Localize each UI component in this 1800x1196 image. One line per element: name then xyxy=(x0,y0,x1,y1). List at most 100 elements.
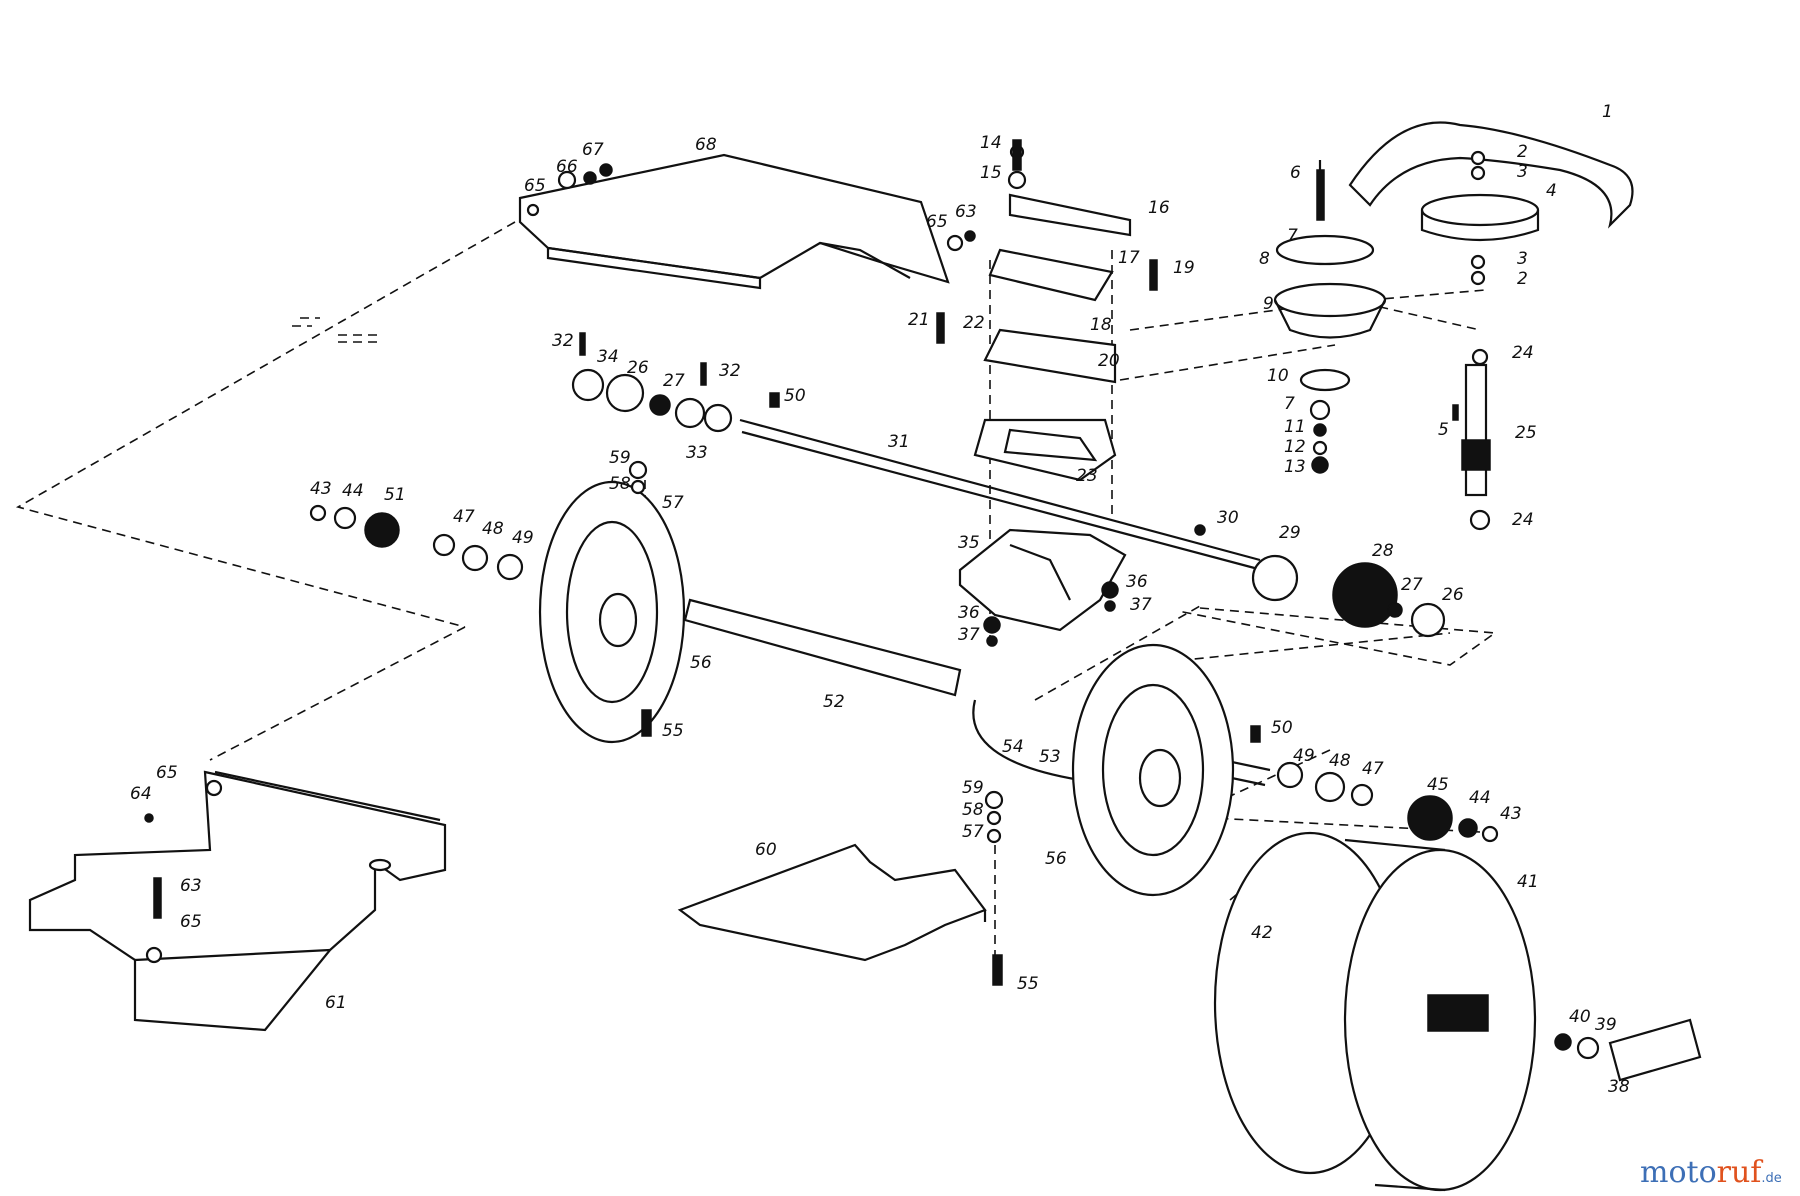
part-label-34: 34 xyxy=(597,347,619,367)
part-label-14: 14 xyxy=(980,133,1002,153)
part-label-21: 21 xyxy=(908,310,930,330)
part-label-49: 49 xyxy=(1293,746,1315,766)
part-label-12: 12 xyxy=(1284,437,1306,457)
part-label-51: 51 xyxy=(384,485,406,505)
right-wheel xyxy=(1071,643,1235,897)
part-label-10: 10 xyxy=(1267,366,1289,386)
part-label-33: 33 xyxy=(686,443,708,463)
part-label-39: 39 xyxy=(1595,1015,1617,1035)
part-label-3: 3 xyxy=(1517,162,1528,182)
part-label-26: 26 xyxy=(1442,585,1464,605)
part-label-36: 36 xyxy=(1126,572,1148,592)
watermark-text-de: .de xyxy=(1761,1171,1781,1186)
rear-flap-61 xyxy=(28,770,447,1032)
part-label-55: 55 xyxy=(662,721,684,741)
part-label-44: 44 xyxy=(1469,788,1491,808)
part-label-30: 30 xyxy=(1217,508,1239,528)
part-label-7: 7 xyxy=(1284,394,1295,414)
part-label-67: 67 xyxy=(582,140,604,160)
part-label-38: 38 xyxy=(1608,1077,1630,1097)
part-label-65: 65 xyxy=(180,912,202,932)
part-label-43: 43 xyxy=(1500,804,1522,824)
part-label-6: 6 xyxy=(1290,163,1301,183)
part-label-31: 31 xyxy=(888,432,910,452)
watermark-text-moto: moto xyxy=(1640,1155,1717,1190)
part-label-66: 66 xyxy=(556,157,578,177)
part-label-48: 48 xyxy=(1329,751,1351,771)
part-label-52: 52 xyxy=(823,692,845,712)
part-label-37: 37 xyxy=(958,625,980,645)
part-label-2: 2 xyxy=(1517,142,1528,162)
part-label-41: 41 xyxy=(1517,872,1539,892)
wheel-cap-38 xyxy=(1608,1018,1702,1082)
part-label-36: 36 xyxy=(958,603,980,623)
part-label-59: 59 xyxy=(962,778,984,798)
part-label-9: 9 xyxy=(1263,294,1274,314)
part-label-5: 5 xyxy=(1438,420,1449,440)
part-label-29: 29 xyxy=(1279,523,1301,543)
part-label-56: 56 xyxy=(1045,849,1067,869)
part-label-59: 59 xyxy=(609,448,631,468)
part-label-23: 23 xyxy=(1076,466,1098,486)
part-label-40: 40 xyxy=(1569,1007,1591,1027)
part-label-22: 22 xyxy=(963,313,985,333)
part-label-15: 15 xyxy=(980,163,1002,183)
part-label-37: 37 xyxy=(1130,595,1152,615)
part-label-17: 17 xyxy=(1118,248,1140,268)
part-label-63: 63 xyxy=(180,876,202,896)
part-label-3: 3 xyxy=(1517,249,1528,269)
part-label-24: 24 xyxy=(1512,343,1534,363)
part-label-57: 57 xyxy=(962,822,984,842)
part-label-50: 50 xyxy=(1271,718,1293,738)
part-label-19: 19 xyxy=(1173,258,1195,278)
part-label-2: 2 xyxy=(1517,269,1528,289)
pulley-assembly xyxy=(1273,121,1634,497)
part-label-28: 28 xyxy=(1372,541,1394,561)
part-label-55: 55 xyxy=(1017,974,1039,994)
part-label-53: 53 xyxy=(1039,747,1061,767)
watermark-text-ruf: ruf xyxy=(1717,1155,1764,1190)
part-label-1: 1 xyxy=(1602,102,1613,122)
plate-60 xyxy=(677,843,987,962)
part-label-16: 16 xyxy=(1148,198,1170,218)
part-label-65: 65 xyxy=(156,763,178,783)
part-label-35: 35 xyxy=(958,533,980,553)
part-label-50: 50 xyxy=(784,386,806,406)
watermark-logo: motoruf.de xyxy=(1640,1155,1782,1190)
part-label-32: 32 xyxy=(719,361,741,381)
part-label-54: 54 xyxy=(1002,737,1024,757)
part-label-44: 44 xyxy=(342,481,364,501)
part-label-26: 26 xyxy=(627,358,649,378)
part-label-58: 58 xyxy=(609,474,631,494)
part-label-57: 57 xyxy=(662,493,684,513)
part-label-7: 7 xyxy=(1287,226,1298,246)
part-label-63: 63 xyxy=(955,202,977,222)
cover-plate-68 xyxy=(518,153,950,290)
part-label-11: 11 xyxy=(1284,417,1306,437)
part-label-24: 24 xyxy=(1512,510,1534,530)
part-label-64: 64 xyxy=(130,784,152,804)
part-label-47: 47 xyxy=(453,507,475,527)
part-label-61: 61 xyxy=(325,993,347,1013)
part-label-43: 43 xyxy=(310,479,332,499)
part-label-27: 27 xyxy=(1401,575,1423,595)
gear-housing-assembly xyxy=(958,193,1132,632)
part-label-65: 65 xyxy=(524,176,546,196)
part-label-68: 68 xyxy=(695,135,717,155)
part-label-49: 49 xyxy=(512,528,534,548)
part-label-8: 8 xyxy=(1259,249,1270,269)
part-label-42: 42 xyxy=(1251,923,1273,943)
part-label-32: 32 xyxy=(552,331,574,351)
part-label-48: 48 xyxy=(482,519,504,539)
part-label-56: 56 xyxy=(690,653,712,673)
part-label-13: 13 xyxy=(1284,457,1306,477)
part-label-47: 47 xyxy=(1362,759,1384,779)
left-wheel xyxy=(538,480,686,744)
small-components xyxy=(144,139,1600,1060)
part-label-20: 20 xyxy=(1098,351,1120,371)
part-label-60: 60 xyxy=(755,840,777,860)
part-label-65: 65 xyxy=(926,212,948,232)
part-label-45: 45 xyxy=(1427,775,1449,795)
part-label-18: 18 xyxy=(1090,315,1112,335)
